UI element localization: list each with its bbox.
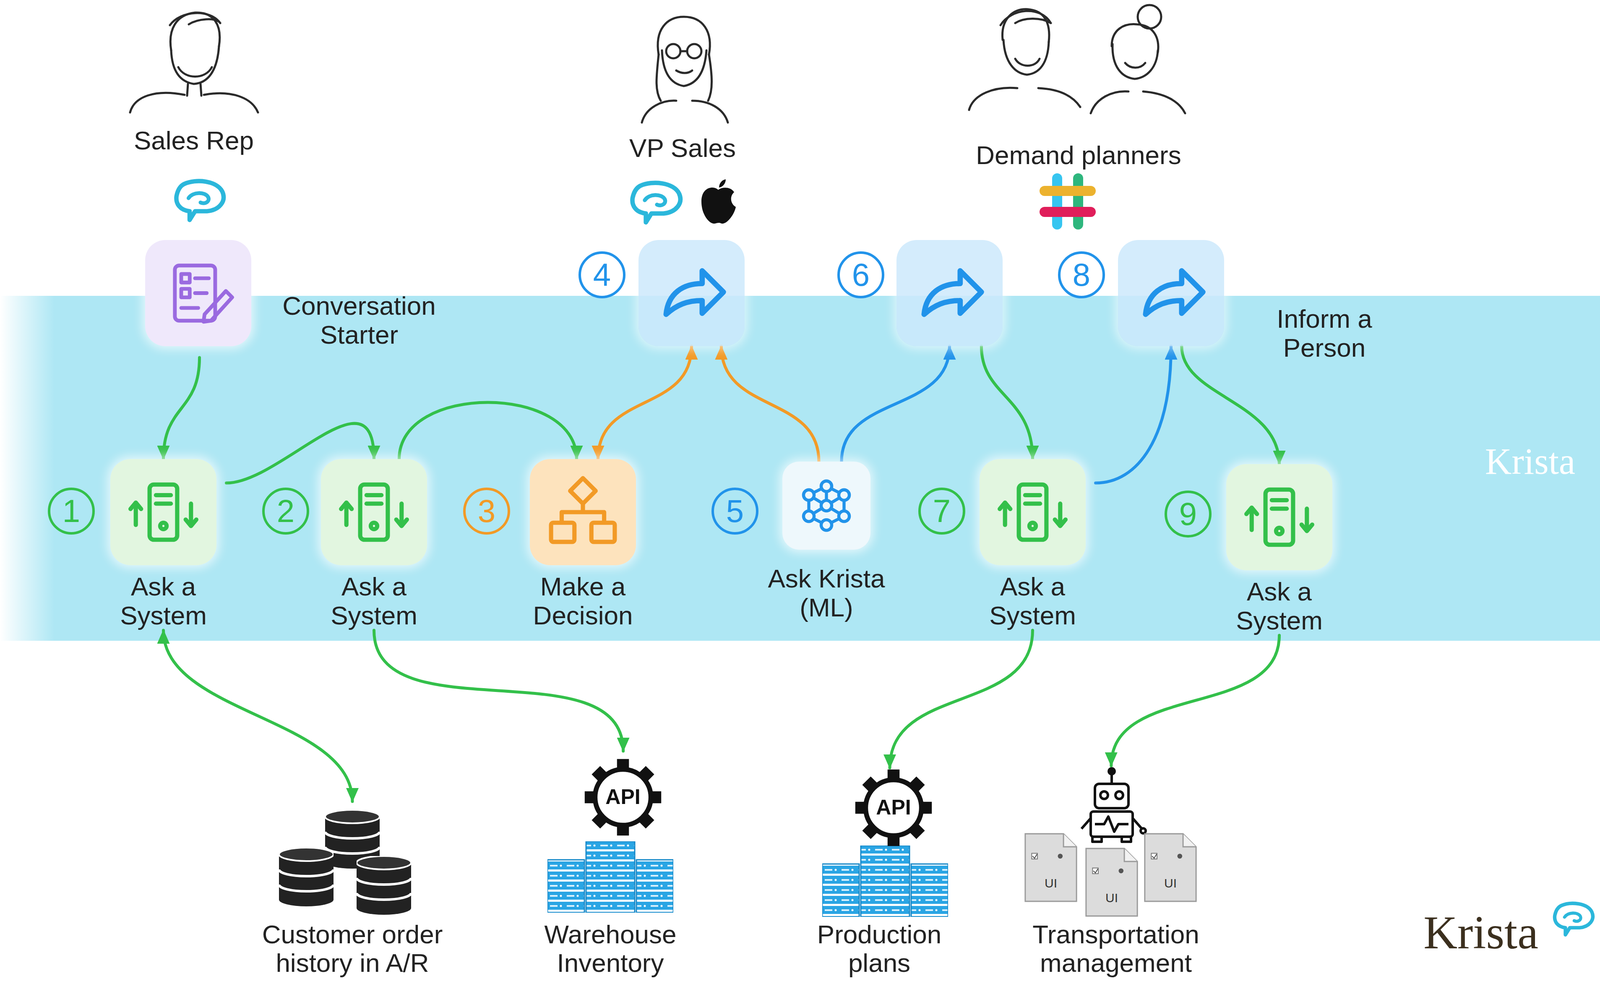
step-box: Make a Decision3: [520, 458, 647, 631]
tile: [979, 458, 1086, 566]
callout-number: 5: [711, 487, 759, 535]
step-label: Ask a System: [100, 571, 227, 631]
tile: [529, 458, 636, 566]
tile-icon: [638, 239, 745, 347]
conversation-starter: Conversation Starter: [145, 239, 456, 358]
inform-box: 6: [896, 239, 1003, 347]
connector: [163, 630, 353, 802]
tile: [145, 239, 252, 347]
inform-box: 8: [1117, 239, 1225, 347]
callout-number: 4: [578, 251, 626, 299]
connector: [889, 630, 1033, 768]
callout-number: 2: [262, 487, 310, 535]
band-logo-text: Krista: [1485, 440, 1576, 483]
label: VP Sales: [577, 133, 788, 163]
callout-number: 8: [1057, 251, 1105, 299]
step-label: Ask a System: [969, 571, 1096, 631]
label: UI: [1036, 875, 1066, 891]
system-label: Production plans: [799, 919, 959, 978]
step-label: Ask a System: [311, 571, 438, 631]
step-label: Make a Decision: [520, 571, 647, 631]
step-box: Ask a System2: [311, 458, 438, 631]
tile: [1226, 463, 1333, 571]
label: UI: [1155, 875, 1186, 891]
callout-number: 9: [1164, 490, 1212, 538]
connector: [374, 630, 624, 751]
step-box: Ask a System1: [100, 458, 227, 631]
callout-number: 7: [918, 487, 966, 535]
tile: [320, 458, 428, 566]
callout-number: 1: [47, 487, 95, 535]
label: Krista: [1411, 906, 1551, 959]
system-box: Customer order history in A/R: [234, 801, 470, 980]
label: UI: [1097, 890, 1127, 905]
callout-number: 6: [837, 251, 885, 299]
callout-number: 3: [463, 487, 511, 535]
system-box: Transportation management: [998, 765, 1234, 980]
step-label: Ask Krista (ML): [750, 563, 902, 623]
step-box: Ask a System7: [969, 458, 1096, 631]
system-label: Warehouse Inventory: [526, 919, 695, 978]
label: API: [597, 784, 649, 809]
label: Sales Rep: [88, 125, 299, 155]
label: Demand planners: [948, 140, 1209, 170]
step-label: Conversation Starter: [266, 291, 452, 350]
tile-icon: [1117, 239, 1225, 347]
label: API: [868, 795, 919, 819]
step-label: Ask a System: [1216, 576, 1343, 636]
tile: [782, 461, 871, 550]
label: Inform a Person: [1261, 304, 1388, 363]
connector: [1111, 635, 1280, 766]
tile-icon: [896, 239, 1003, 347]
system-label: Transportation management: [1017, 919, 1215, 978]
inform-box: 4: [638, 239, 745, 347]
step-box: Ask Krista (ML)5: [750, 461, 902, 623]
step-box: Ask a System9: [1216, 463, 1343, 636]
system-label: Customer order history in A/R: [239, 919, 466, 978]
tile: [110, 458, 217, 566]
